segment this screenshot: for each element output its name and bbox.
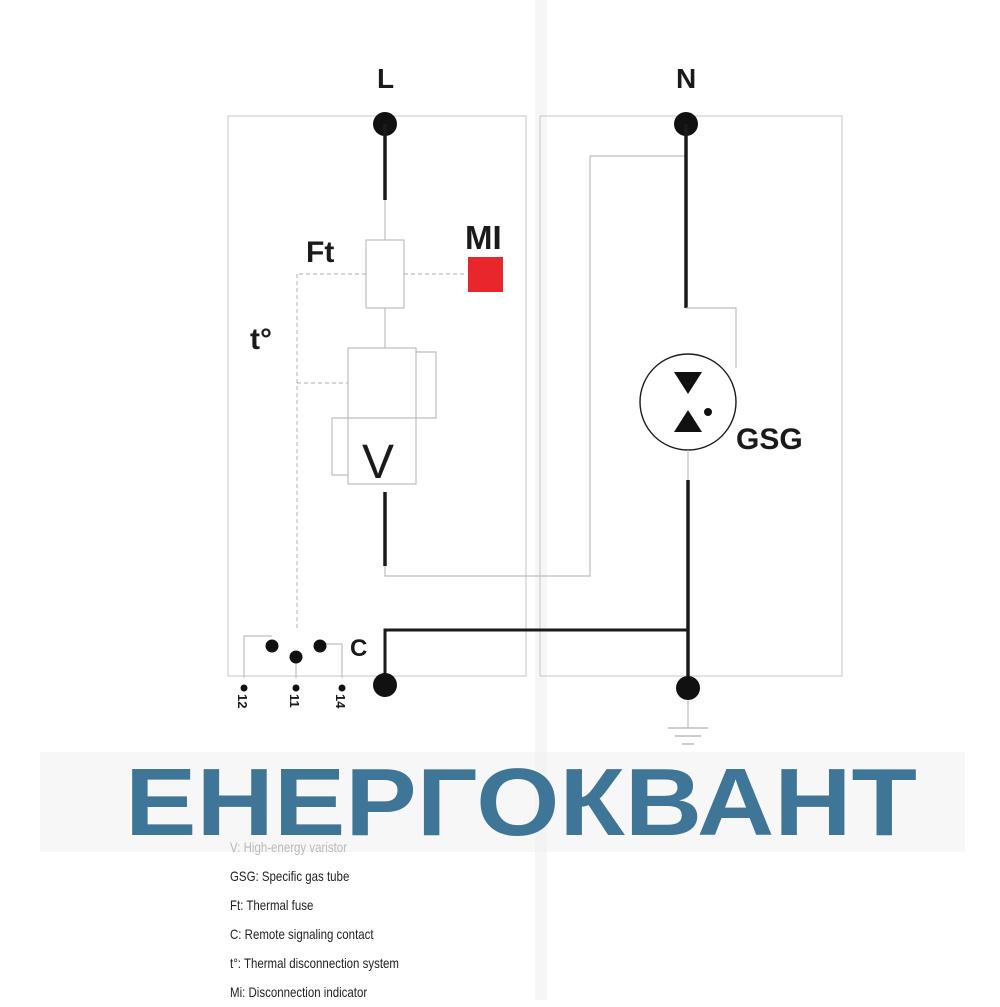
contact-dot-12 (265, 639, 279, 653)
pin-dot-14 (338, 684, 346, 692)
terminal-l-label: L (377, 63, 394, 94)
contact-wire-12 (243, 635, 272, 678)
legend-item-thermal-system: t°: Thermal disconnection system (230, 955, 399, 971)
pin-dot-11 (292, 684, 300, 692)
contact-label: C (350, 635, 367, 662)
gas-tube-label: GSG (736, 423, 803, 456)
thermal-system-label: t° (250, 323, 272, 356)
pin-dot-12 (240, 684, 248, 692)
pe-terminal-l-dot (373, 673, 397, 697)
varistor-label: V (362, 436, 394, 489)
gas-tube-lower-triangle (674, 410, 702, 432)
pe-bus (383, 628, 688, 685)
page-fold (535, 0, 547, 1000)
gas-tube-upper-triangle (674, 372, 702, 394)
legend-item-indicator: Mi: Disconnection indicator (230, 984, 368, 1000)
thermal-fuse-label: Ft (306, 236, 334, 269)
legend-item-varistor: V: High-energy varistor (230, 839, 347, 855)
watermark-band (40, 752, 965, 852)
gsg-side-wire (686, 307, 737, 368)
brand-logo: ЕНЕРГОКВАНТ (125, 749, 917, 856)
contact-dot-14 (313, 639, 327, 653)
pin-label-14: 14 (333, 694, 348, 709)
gas-tube-dot (704, 408, 712, 416)
pe-terminal-n-dot (676, 676, 700, 700)
legend-item-gas-tube: GSG: Specific gas tube (230, 868, 350, 884)
cross-wire (384, 155, 686, 577)
indicator-label: MI (465, 219, 502, 256)
contact-dot-11 (289, 650, 303, 664)
pin-label-11: 11 (287, 694, 302, 708)
varistor-box (347, 347, 417, 485)
legend: V: High-energy varistor GSG: Specific ga… (230, 833, 650, 1007)
disconnection-indicator (468, 257, 503, 292)
legend-item-thermal-fuse: Ft: Thermal fuse (230, 897, 314, 913)
legend-item-contact: C: Remote signaling contact (230, 926, 374, 942)
pin-label-12: 12 (235, 694, 250, 708)
terminal-n-label: N (676, 63, 696, 94)
varistor-thermal-loop (331, 351, 437, 476)
